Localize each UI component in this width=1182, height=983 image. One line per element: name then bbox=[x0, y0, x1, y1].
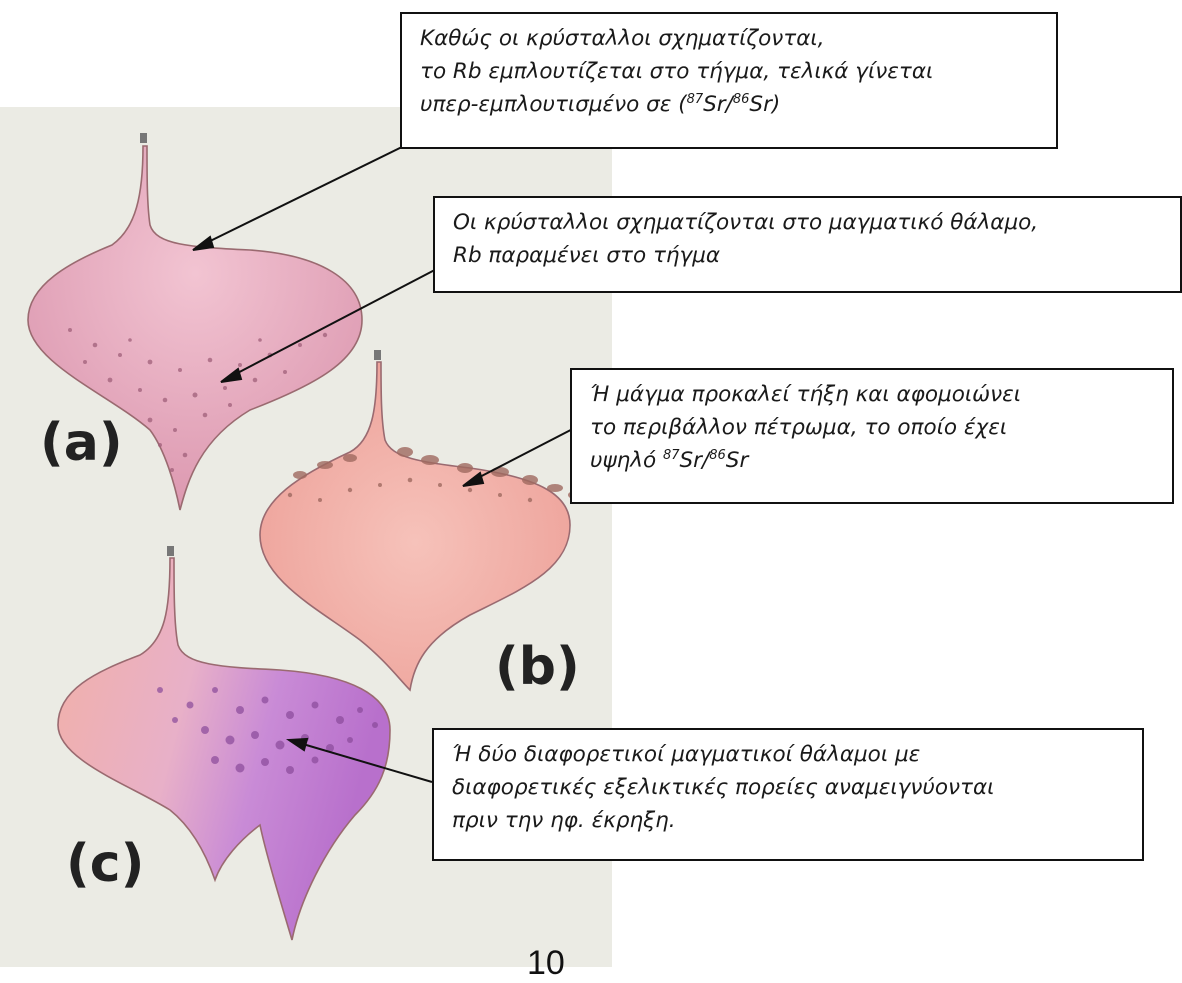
callout-a-line2: το Rb εμπλουτίζεται στο τήγμα, τελικά γί… bbox=[420, 55, 1046, 88]
vent-c-icon bbox=[167, 546, 174, 556]
callout-assimilation: Ή μάγμα προκαλεί τήξη και αφομοιώνει το … bbox=[570, 368, 1174, 504]
page-number: 10 bbox=[527, 944, 565, 983]
callout-a-line3-text: υπερ-εμπλουτισμένο σε ( bbox=[420, 92, 687, 117]
callout-d-line1: Ή δύο διαφορετικοί μαγματικοί θάλαμοι με bbox=[452, 738, 1132, 771]
vent-b-icon bbox=[374, 350, 381, 360]
isotope-superscript: 86 bbox=[733, 92, 750, 107]
callout-a-line1: Καθώς οι κρύσταλλοι σχηματίζονται, bbox=[420, 22, 1046, 55]
isotope-superscript: 87 bbox=[687, 92, 704, 107]
callout-b-line1: Οι κρύσταλλοι σχηματίζονται στο μαγματικ… bbox=[453, 206, 1170, 239]
callout-c-line1: Ή μάγμα προκαλεί τήξη και αφομοιώνει bbox=[590, 378, 1162, 411]
callout-c-line3-mid: Sr/ bbox=[680, 448, 710, 473]
callout-b-line2: Rb παραμένει στο τήγμα bbox=[453, 239, 1170, 272]
callout-a-line3-mid: Sr/ bbox=[703, 92, 733, 117]
panel-label-a: (a) bbox=[40, 413, 123, 473]
callout-c-line3: υψηλό 87Sr/86Sr bbox=[590, 444, 1162, 477]
callout-c-line3-end: Sr bbox=[726, 448, 749, 473]
callout-d-line3: πριν την ηφ. έκρηξη. bbox=[452, 804, 1132, 837]
panel-label-b: (b) bbox=[495, 637, 580, 697]
vent-a-icon bbox=[140, 133, 147, 143]
isotope-superscript: 86 bbox=[709, 448, 726, 463]
callout-a-line3-end: Sr) bbox=[749, 92, 780, 117]
callout-c-line3-text: υψηλό bbox=[590, 448, 663, 473]
callout-rb-enrichment: Καθώς οι κρύσταλλοι σχηματίζονται, το Rb… bbox=[400, 12, 1058, 149]
isotope-superscript: 87 bbox=[663, 448, 680, 463]
callout-a-line3: υπερ-εμπλουτισμένο σε (87Sr/86Sr) bbox=[420, 88, 1046, 121]
callout-c-line2: το περιβάλλον πέτρωμα, το οποίο έχει bbox=[590, 411, 1162, 444]
panel-label-c: (c) bbox=[66, 834, 144, 894]
callout-magma-mixing: Ή δύο διαφορετικοί μαγματικοί θάλαμοι με… bbox=[432, 728, 1144, 861]
callout-crystal-formation: Οι κρύσταλλοι σχηματίζονται στο μαγματικ… bbox=[433, 196, 1182, 293]
callout-d-line2: διαφορετικές εξελικτικές πορείες αναμειγ… bbox=[452, 771, 1132, 804]
